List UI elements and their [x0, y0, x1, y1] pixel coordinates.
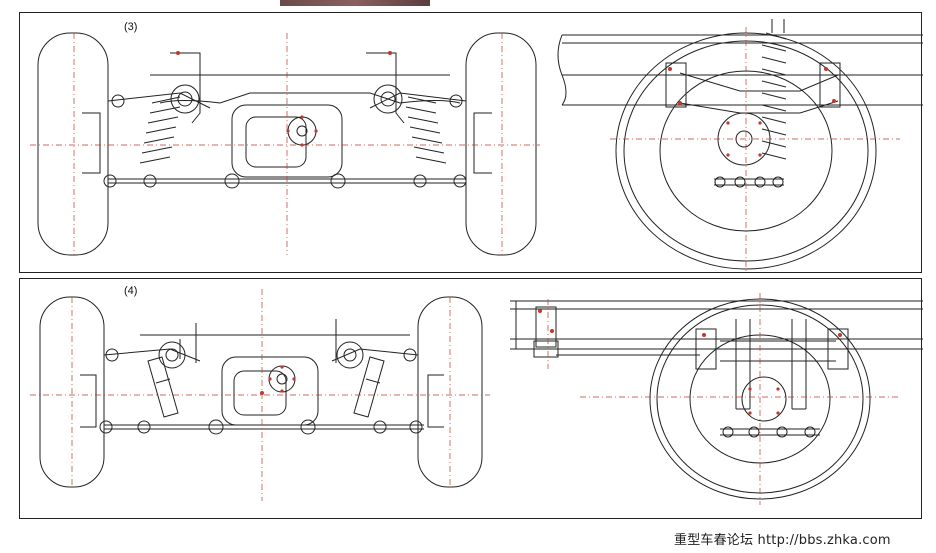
torque-rod-side-4: [556, 348, 700, 356]
front-bracket-side-3: [665, 62, 687, 108]
upper-arm-right-4: [331, 348, 419, 362]
rear-bracket-right-side-4: [827, 328, 849, 370]
right-hub-guard: [473, 112, 492, 174]
lower-link-side-4: [720, 428, 820, 436]
tower-right: [366, 52, 405, 124]
differential-window: [245, 116, 307, 168]
axle-housing-4: [140, 319, 410, 363]
upper-arm-left: [107, 92, 211, 109]
rear-bracket-left-side-4: [695, 328, 717, 370]
frame-rail-side-3: [562, 34, 923, 106]
trailing-arm-side-3: [679, 72, 839, 92]
watermark-text: 重型车春论坛 http://bbs.zhka.com: [674, 529, 891, 548]
figure-label-4: (4): [124, 285, 138, 297]
bushing-right-4: [336, 341, 364, 369]
front-hanger-side-4: [535, 306, 557, 348]
coil-spring-right: [405, 96, 447, 164]
bushing-left: [170, 84, 200, 114]
figure-label-3: (3): [124, 21, 138, 33]
right-wheel: [465, 32, 537, 256]
shock-pair-side-4: [735, 319, 807, 410]
left-wheel: [37, 32, 109, 256]
watermark-label: 重型车春论坛 http://bbs.zhka.com: [674, 533, 891, 548]
bushing-right: [373, 84, 403, 114]
lower-link-side-3: [714, 178, 784, 186]
tower-left: [170, 52, 201, 124]
left-hub-guard: [82, 112, 101, 174]
hub-center-side-4: [741, 376, 787, 422]
scan-artifact-band: [280, 0, 430, 6]
differential-flange-4: [268, 365, 296, 393]
suspension-drawing-front-view-4: [30, 289, 923, 505]
rear-bracket-side-3: [819, 62, 841, 108]
shock-absorber-left-4: [147, 356, 179, 418]
axle-housing: [150, 74, 461, 104]
suspension-drawing-front-view-3: [30, 19, 923, 271]
figure-panel-4: (4): [19, 278, 923, 519]
coil-spring-left: [139, 96, 181, 164]
frame-rail-side-4: [510, 300, 923, 350]
figure-panel-3: (3): [19, 12, 923, 273]
coil-spring-side-3: [761, 32, 787, 160]
differential-flange: [287, 116, 317, 146]
lower-tie-rod-4: [104, 424, 424, 430]
upper-arm-right: [369, 92, 467, 109]
shock-absorber-right-4: [353, 356, 385, 418]
bushing-left-4: [158, 341, 186, 369]
